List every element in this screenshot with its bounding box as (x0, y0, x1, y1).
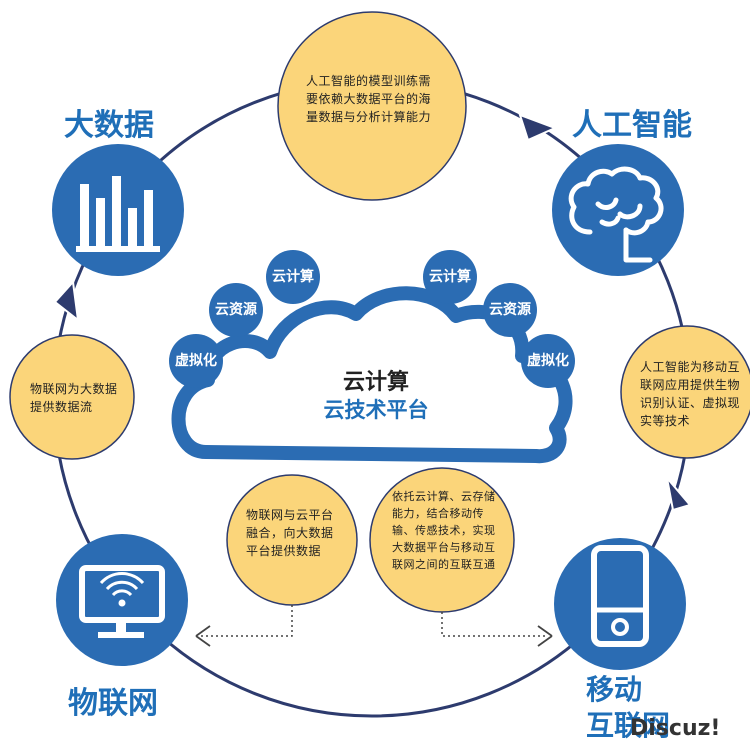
bubble-right-2-circle (483, 283, 537, 337)
ring-arrow-left (53, 279, 80, 323)
note-circle-right (620, 325, 750, 459)
brain-icon (568, 166, 664, 263)
cloud-subtitle: 云技术平台 (323, 398, 429, 422)
bubble-left-3-circle (169, 334, 223, 388)
connector-iot (200, 605, 293, 637)
note-bottom-right: 依托云计算、云存储能力，结合移动传输、传感技术，实现大数据平台与移动互联网之间的… (392, 490, 496, 571)
title-big-data: 大数据 (64, 108, 154, 143)
note-bottom-left: 物联网与云平台融合，向大数据平台提供数据 (246, 508, 334, 558)
title-mobile: 移动 互联网 (586, 673, 671, 742)
bubble-left-3-label: 虚拟化 (175, 353, 217, 369)
bubble-right-2-label: 云资源 (489, 302, 531, 318)
watermark: Discuz! (630, 716, 721, 741)
bubble-left-2-circle (209, 283, 263, 337)
connector-mobile (441, 612, 548, 637)
note-right: 人工智能为移动互联网应用提供生物识别认证、虚拟现实等技术 (640, 360, 741, 428)
bubble-right-1-circle (423, 250, 477, 304)
monitor-wifi-icon (79, 565, 165, 638)
ring-arrow-right (665, 474, 692, 512)
bubble-right-1-label: 云计算 (429, 269, 471, 285)
bubble-left-1-circle (266, 250, 320, 304)
bubble-right-3-label: 虚拟化 (527, 353, 569, 369)
bubble-left-1-label: 云计算 (272, 269, 314, 285)
note-left: 物联网为大数据提供数据流 (30, 382, 118, 414)
node-circle-mobile (554, 538, 686, 670)
note-circle-top (277, 11, 467, 201)
cloud-title: 云计算 (342, 370, 409, 395)
node-circle-ai (552, 144, 684, 276)
note-circle-left (9, 334, 135, 460)
connector-mobile-arrow (537, 625, 553, 647)
bubble-left-2-label: 云资源 (215, 302, 257, 318)
note-top: 人工智能的模型训练需要依赖大数据平台的海量数据与分析计算能力 (306, 74, 432, 124)
phone-icon (591, 545, 649, 647)
ring-arrow-top-right (518, 113, 558, 142)
title-ai: 人工智能 (572, 108, 692, 143)
connector-iot-arrow (195, 625, 211, 647)
bubble-right-3-circle (521, 334, 575, 388)
title-iot: 物联网 (68, 686, 158, 721)
bar-chart-icon (76, 176, 160, 252)
